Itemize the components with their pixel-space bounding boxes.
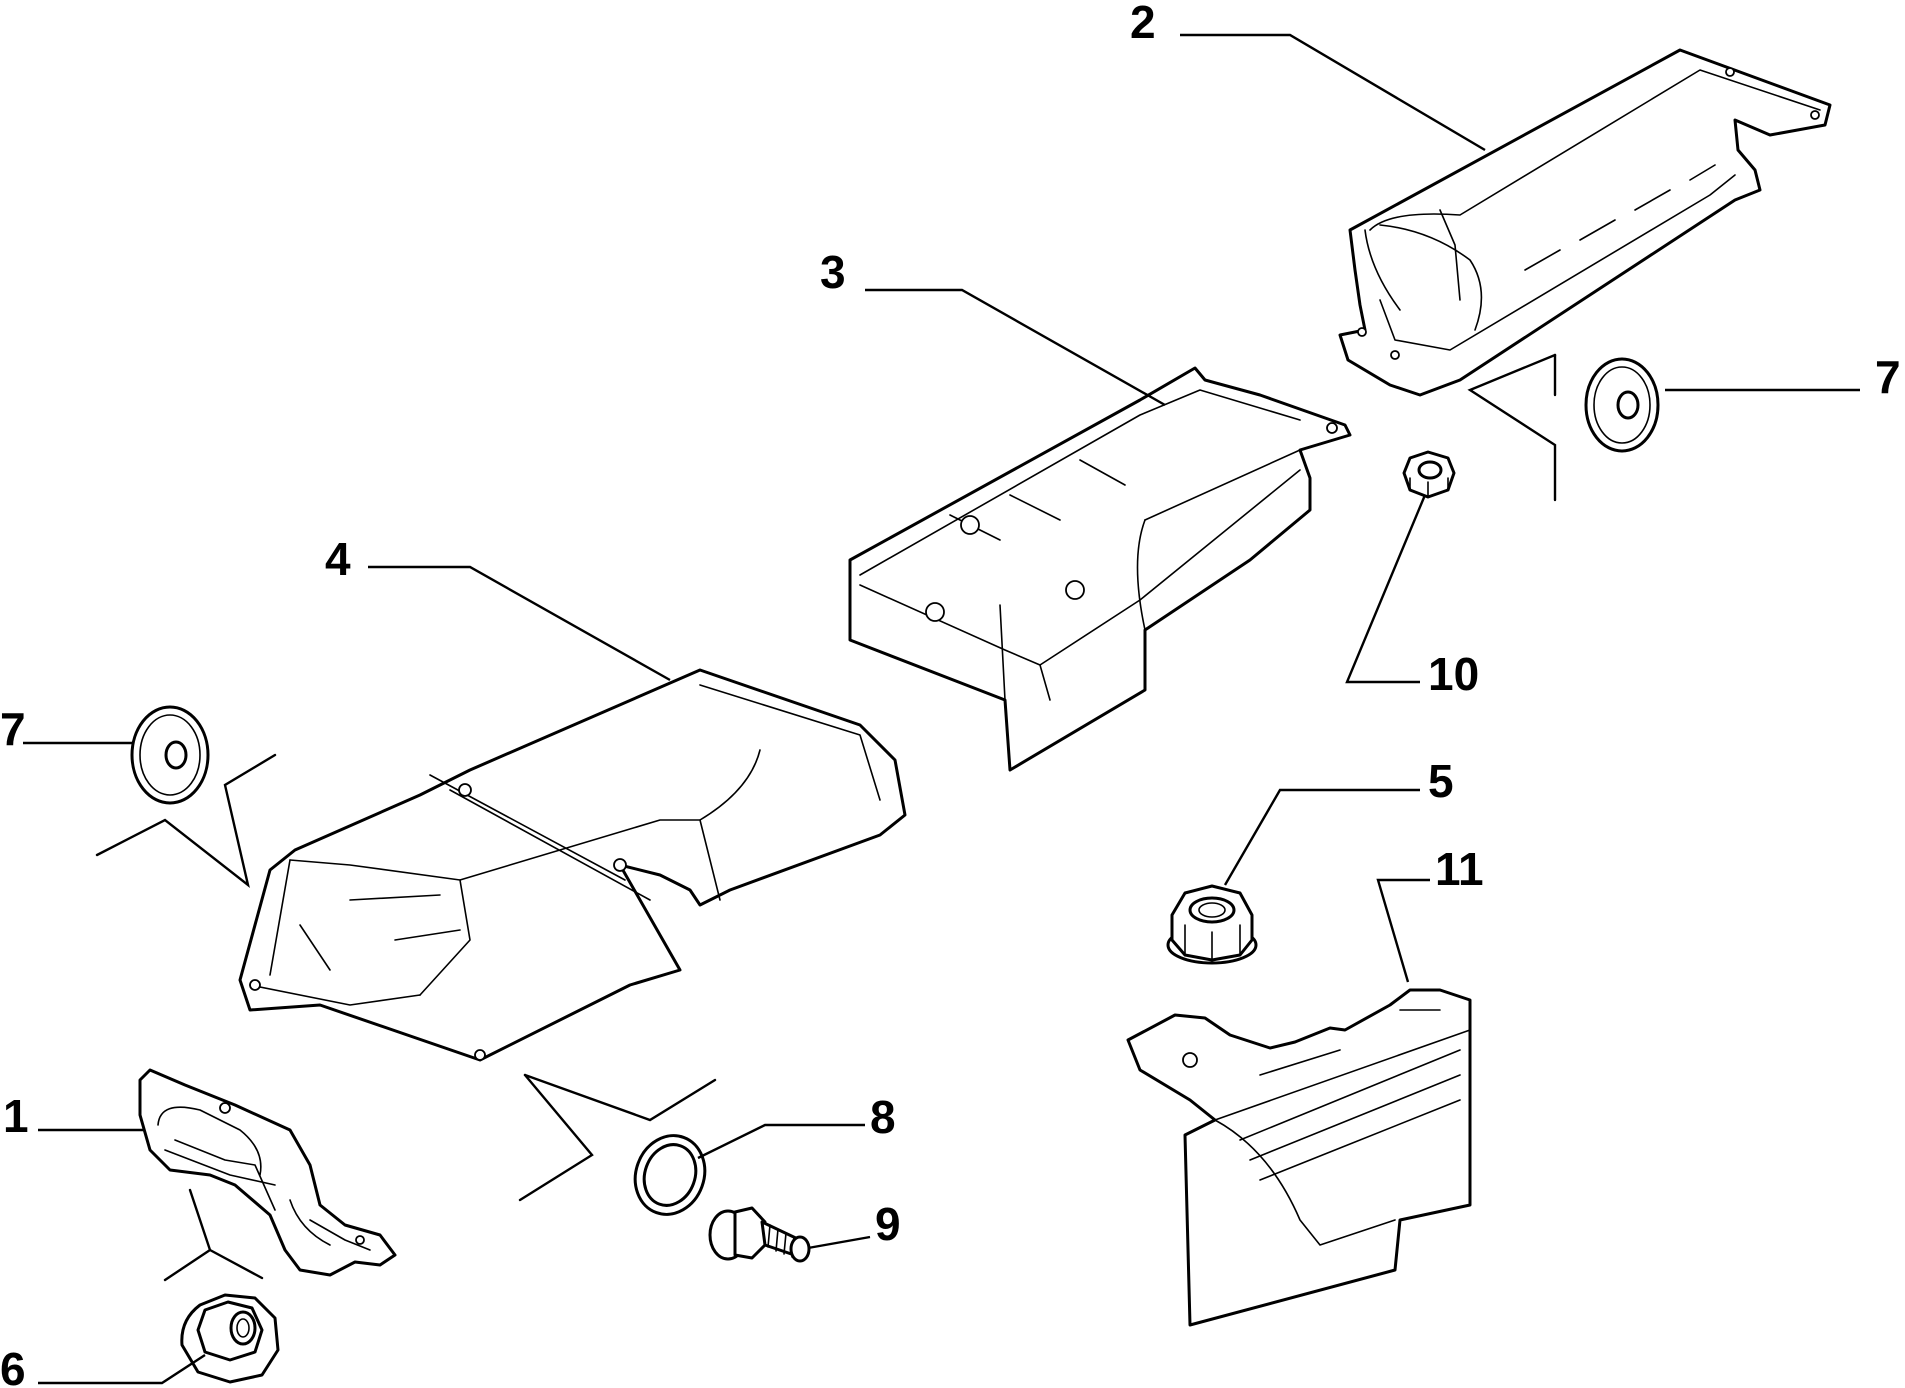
- part-9-bolt[interactable]: [708, 1206, 811, 1263]
- callout-5: 5: [1428, 755, 1454, 807]
- part-8-o-ring[interactable]: [624, 1126, 715, 1224]
- leader-9: [807, 1235, 871, 1250]
- callout-1: 1: [3, 1090, 29, 1142]
- part-10-nut[interactable]: [1402, 450, 1456, 499]
- part-7-washer-left[interactable]: [130, 705, 210, 805]
- part-1-bracket-shield[interactable]: [138, 1068, 397, 1277]
- callout-11: 11: [1435, 843, 1484, 895]
- leader-lines: [23, 33, 1860, 1385]
- leader-4: [368, 565, 671, 682]
- callout-7-left: 7: [0, 703, 26, 755]
- part-2-rear-heat-shield[interactable]: [1338, 48, 1832, 397]
- callout-4: 4: [325, 533, 351, 585]
- part-6-flange-nut[interactable]: [180, 1293, 280, 1384]
- callout-7-right: 7: [1875, 351, 1901, 403]
- callout-3: 3: [820, 246, 846, 298]
- leader-11: [1376, 878, 1430, 983]
- callout-10: 10: [1428, 648, 1479, 700]
- callout-8: 8: [870, 1091, 896, 1143]
- part-3-middle-heat-shield[interactable]: [848, 366, 1352, 772]
- part-5-flange-nut[interactable]: [1166, 884, 1258, 965]
- leader-2: [1180, 33, 1486, 152]
- callout-6: 6: [0, 1343, 26, 1388]
- leader-10: [1345, 494, 1427, 684]
- leader-8: [697, 1123, 865, 1160]
- orientation-marks: [95, 353, 1557, 1282]
- leader-3: [865, 288, 1166, 407]
- part-7-washer-right[interactable]: [1584, 357, 1660, 453]
- part-11-side-shield[interactable]: [1126, 988, 1472, 1327]
- callout-2: 2: [1130, 0, 1156, 48]
- leader-5: [1223, 788, 1420, 886]
- callout-9: 9: [875, 1198, 901, 1250]
- part-4-front-heat-shield[interactable]: [238, 668, 907, 1062]
- leader-6: [38, 1353, 206, 1385]
